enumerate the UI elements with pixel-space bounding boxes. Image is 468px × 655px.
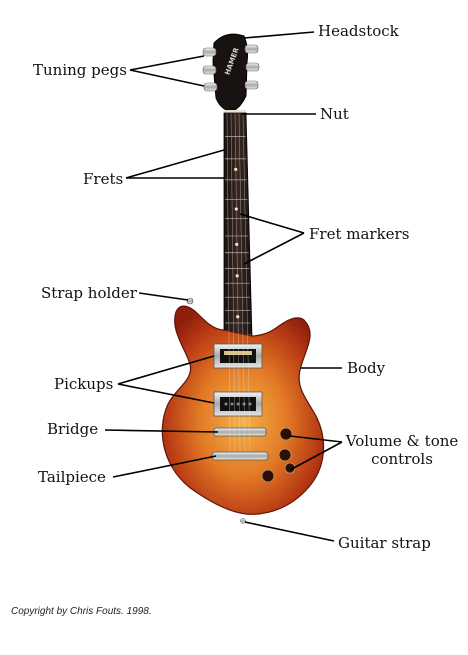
strap-holder [186,297,194,305]
tuning-pegs-left [202,47,218,92]
leader-fret-markers-2 [243,232,305,265]
bridge [213,427,267,437]
label-nut: Nut [320,105,349,123]
leader-controls-2 [289,441,343,471]
nut [224,110,246,113]
headstock-shape [212,33,249,111]
label-bridge: Bridge [47,420,99,438]
label-tuning-pegs: Tuning pegs [33,61,127,79]
leader-fret-markers-1 [239,213,305,234]
knob [261,469,275,483]
fret-marker-dot [235,274,239,278]
tuning-peg [245,62,260,72]
copyright-notice: Copyright by Chris Fouts. 1998. [11,606,152,617]
label-pickups: Pickups [54,375,114,393]
knob [279,427,293,441]
label-strap-holder: Strap holder [41,284,137,302]
fret-marker-dot [236,315,240,319]
leader-headstock [243,31,315,39]
label-guitar-strap: Guitar strap [338,534,431,552]
tuning-pegs-right [244,44,260,90]
leader-tuning-pegs-2 [129,69,205,87]
leader-bridge [104,429,219,433]
label-volume-tone-line1: Volume & tone [345,432,459,450]
knob [278,448,292,462]
tuning-peg [202,47,217,57]
label-volume-tone-line2: controls [371,450,433,468]
leader-controls-1 [289,435,343,443]
tuning-peg [244,80,259,90]
label-body: Body [347,359,386,377]
tuning-peg [202,65,217,75]
bottom-strap-button [240,518,246,524]
tuning-peg [203,82,218,92]
tailpiece [211,451,269,461]
leader-guitar-strap [244,521,335,542]
leader-pickups-1 [117,355,215,385]
leader-lines [104,31,343,542]
label-tailpiece: Tailpiece [38,468,106,486]
pickup-bridge [213,391,263,417]
pickup-neck [213,343,263,369]
label-frets: Frets [83,170,124,188]
label-fret-markers: Fret markers [309,225,410,243]
label-volume-tone: Volume & tone controls [344,432,460,468]
leader-pickups-2 [117,383,215,404]
leader-frets-1 [125,149,225,179]
label-headstock: Headstock [318,22,399,40]
strings [226,112,251,453]
control-knobs [261,427,296,483]
leader-tailpiece [112,455,217,478]
leader-tuning-pegs-1 [129,55,205,71]
leader-strap-holder [138,292,189,301]
tuning-peg [244,44,259,54]
